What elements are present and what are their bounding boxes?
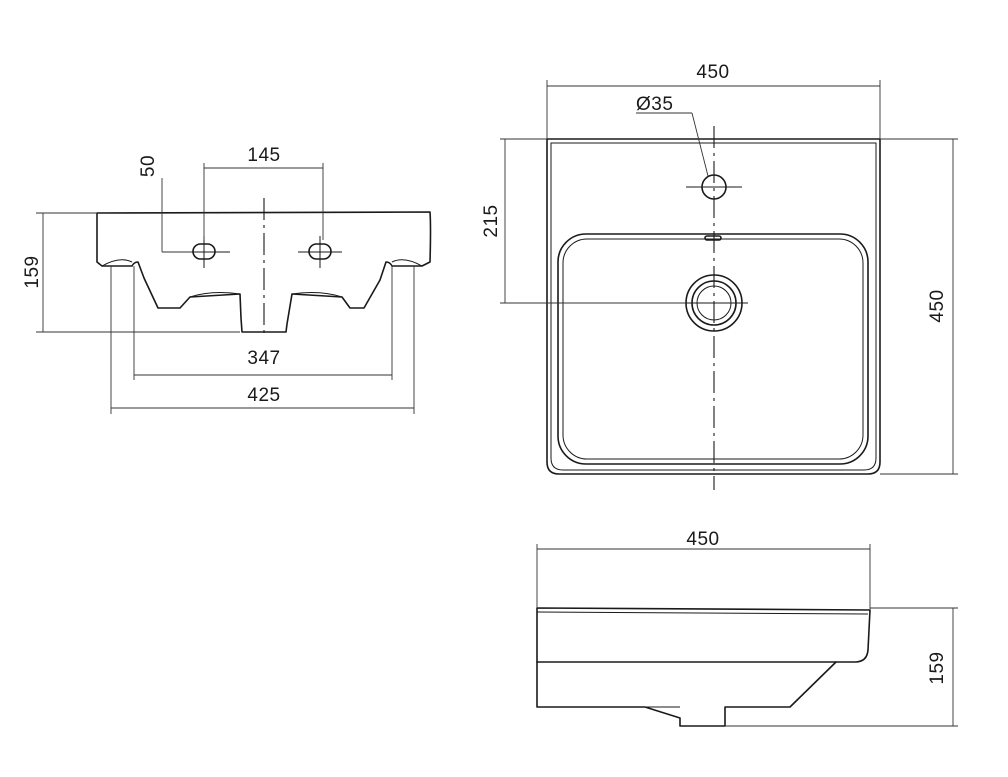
front-dim-tap-spacing: 145 (247, 145, 280, 166)
top-dim-width: 450 (696, 62, 729, 83)
front-dim-inner-width: 347 (247, 348, 280, 369)
front-dim-overall-width: 425 (247, 385, 280, 406)
side-view: 450 159 (536, 529, 958, 727)
front-view: 145 50 159 347 425 (22, 145, 432, 414)
front-dim-tap-offset: 50 (138, 155, 159, 177)
top-dim-drain-offset: 215 (481, 204, 502, 237)
top-basin-outline (546, 138, 881, 475)
side-dim-depth: 450 (686, 529, 719, 550)
top-bowl-outline (557, 233, 869, 465)
side-dim-height: 159 (927, 651, 948, 684)
front-dim-height: 159 (22, 255, 43, 288)
side-basin-outline (536, 607, 871, 663)
top-dim-depth: 450 (927, 289, 948, 322)
front-basin-outline (96, 211, 432, 333)
top-view: Ø35 450 450 215 (481, 62, 958, 490)
top-dim-tap-hole: Ø35 (636, 94, 673, 115)
